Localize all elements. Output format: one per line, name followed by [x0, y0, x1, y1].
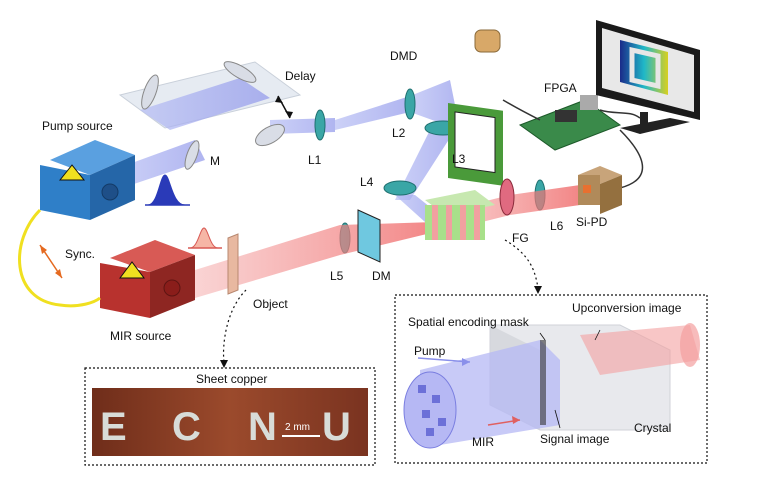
pump-pulse-icon	[147, 174, 186, 206]
label-fpga: FPGA	[544, 81, 577, 95]
label-signal: Signal image	[540, 432, 610, 446]
label-l5: L5	[330, 269, 344, 283]
copper-letter-u: U	[322, 405, 351, 449]
sync-fiber	[18, 208, 101, 308]
delay-mirror-1	[141, 74, 159, 110]
label-object: Object	[253, 297, 288, 311]
upconversion-beam	[580, 325, 700, 375]
fpga-board	[518, 95, 622, 151]
pump-beam-delay	[140, 78, 270, 130]
label-spatial-mask: Spatial encoding mask	[408, 315, 530, 329]
label-fg: FG	[512, 231, 529, 245]
cable-fpga-sipd	[619, 129, 644, 189]
delay-mirror-3	[255, 123, 285, 147]
lens-l4	[383, 180, 417, 196]
copper-letter-c: C	[172, 405, 201, 449]
label-si-pd: Si-PD	[576, 215, 608, 229]
label-mir: MIR	[472, 435, 494, 449]
mask-plane	[540, 340, 546, 425]
label-mir-source: MIR source	[110, 329, 172, 343]
pplm-connector	[504, 239, 539, 289]
ppln-crystal	[425, 190, 495, 240]
scale-label: 2 mm	[285, 422, 310, 433]
label-delay: Delay	[285, 69, 316, 83]
cable-fpga-monitor	[599, 109, 641, 119]
cable-dmd-fpga	[502, 99, 541, 121]
pump-beam-dmd	[410, 80, 460, 130]
filter-fg	[499, 178, 515, 216]
label-l3: L3	[452, 152, 466, 166]
mir-source-box	[100, 240, 195, 318]
pump-beam-source	[118, 140, 205, 186]
label-l2: L2	[392, 126, 406, 140]
object-plate	[227, 233, 239, 295]
copper-sheet	[92, 388, 368, 456]
label-l1: L1	[308, 153, 322, 167]
delay-mirror-2	[223, 61, 257, 83]
encoding-pattern	[418, 385, 446, 436]
mir-pulse-icon	[189, 227, 219, 249]
copper-letter-e: E	[100, 405, 127, 449]
lens-l1	[314, 109, 326, 141]
pump-beam-l1-l2	[335, 96, 410, 130]
pump-source-box	[40, 140, 135, 220]
dichroic-mirror	[357, 209, 381, 263]
label-crystal: Crystal	[634, 421, 671, 435]
label-dm: DM	[372, 269, 391, 283]
si-pd-detector	[578, 166, 622, 214]
label-l4: L4	[360, 175, 374, 189]
mirror-m	[184, 140, 200, 170]
label-pump: Pump	[414, 344, 446, 358]
label-dmd: DMD	[390, 49, 418, 63]
object-connector	[222, 289, 247, 363]
copper-letter-n: N	[248, 405, 277, 449]
label-m: M	[210, 154, 220, 168]
label-sync: Sync.	[65, 247, 95, 261]
monitor	[596, 20, 700, 134]
lens-l2	[404, 88, 416, 120]
label-pump-source: Pump source	[42, 119, 113, 133]
copper-title: Sheet copper	[196, 372, 267, 386]
label-l6: L6	[550, 219, 564, 233]
label-upconversion: Upconversion image	[572, 301, 682, 315]
dmd-device	[448, 29, 503, 186]
